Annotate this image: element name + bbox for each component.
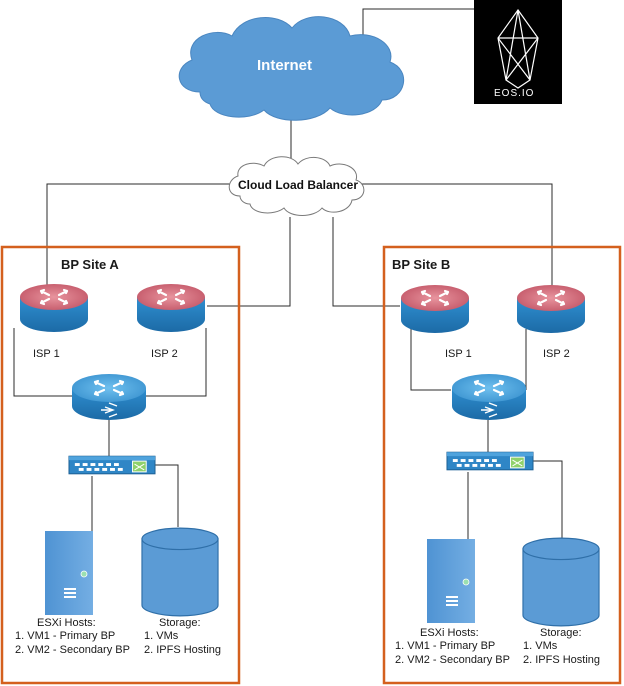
cloud-icon [178,16,405,121]
internet-label: Internet [257,57,313,74]
siteA-switch-icon [68,455,156,475]
siteA-storage-title: Storage: [159,617,201,629]
siteB-core-router-icon [451,372,527,422]
link-lb-siteA-isp2 [207,217,291,307]
siteA-isp1-label: ISP 1 [33,348,60,360]
siteB-server-icon [426,538,476,624]
load-balancer-label: Cloud Load Balancer [238,178,359,192]
siteA-isp2-router-icon [136,283,206,333]
siteB-isp2-label: ISP 2 [543,348,570,360]
siteA-host-2: 2. VM2 - Secondary BP [15,644,130,656]
siteA-isp2-label: ISP 2 [151,348,178,360]
eos-logo [474,0,562,104]
siteA-storage-2: 2. IPFS Hosting [144,644,222,656]
siteA-core-router-icon [71,372,147,422]
site-a-title: BP Site A [61,257,119,272]
load-balancer-cloud-icon [228,156,365,216]
link-lb-siteB-isp2 [360,183,553,289]
siteA-isp1-router-icon [19,283,89,333]
site-b-box [382,245,622,685]
site-a-box [0,245,241,685]
siteA-storage-icon [141,527,219,617]
siteB-isp1-label: ISP 1 [445,348,472,360]
siteB-isp2-router-icon [516,284,586,334]
siteB-host-1: 1. VM1 - Primary BP [395,640,496,652]
link-lb-siteB-isp1 [332,217,400,307]
link-siteA-isp1-core [13,328,72,397]
siteB-storage-1: 1. VMs [523,640,558,652]
siteB-host-2: 2. VM2 - Secondary BP [395,654,510,666]
eos-logo-text: EOS.IO [494,88,535,99]
siteB-hosts-title: ESXi Hosts: [420,627,479,639]
siteB-switch-icon [446,451,534,471]
link-internet-logo [362,8,474,44]
siteA-hosts-title: ESXi Hosts: [37,617,96,629]
site-b-title: BP Site B [392,257,451,272]
siteB-storage-2: 2. IPFS Hosting [523,654,601,666]
siteA-storage-1: 1. VMs [144,630,179,642]
link-siteB-switch-storage [498,460,563,538]
link-siteB-isp1-core [410,329,451,391]
link-siteA-isp2-core [146,328,207,397]
siteA-host-1: 1. VM1 - Primary BP [15,630,116,642]
siteB-storage-icon [522,537,600,627]
link-lb-siteA-isp1 [46,183,240,288]
siteA-server-icon [44,530,94,616]
siteB-storage-title: Storage: [540,627,582,639]
siteB-isp1-router-icon [400,284,470,334]
